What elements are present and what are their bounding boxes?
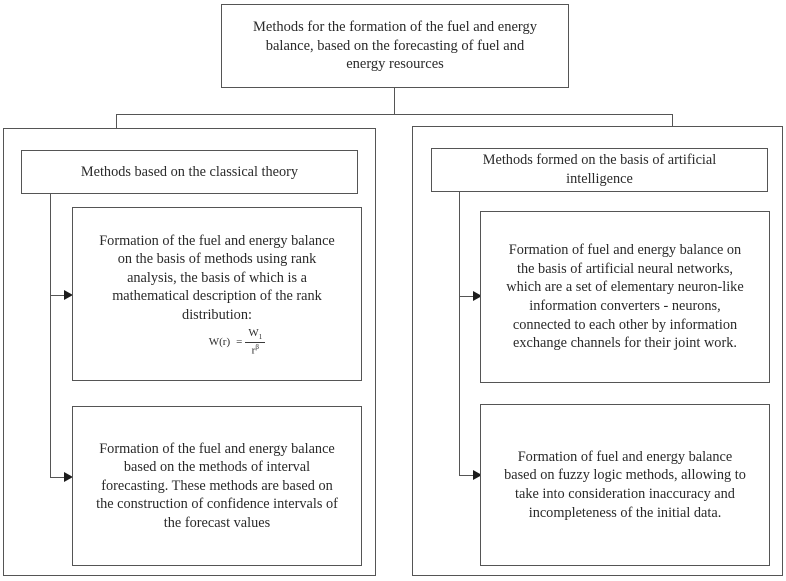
leaf-node-interval-forecasting: Formation of the fuel and energy balance… bbox=[72, 406, 362, 566]
connector-arm-right-1 bbox=[459, 296, 476, 297]
connector-drop-left bbox=[116, 114, 117, 129]
formula-fraction: W1 rβ bbox=[245, 326, 266, 357]
formula-numerator-subscript: 1 bbox=[258, 332, 263, 341]
connector-arm-left-1 bbox=[50, 295, 67, 296]
formula-lhs: W(r) bbox=[208, 335, 231, 348]
connector-arm-right-2 bbox=[459, 475, 476, 476]
leaf-node-neural-networks-text: Formation of fuel and energy balance on … bbox=[506, 242, 744, 352]
leaf-node-rank-analysis-text: Formation of the fuel and energy balance… bbox=[99, 232, 335, 323]
leaf-node-neural-networks: Formation of fuel and energy balance on … bbox=[480, 211, 770, 383]
connector-root-stem bbox=[394, 88, 395, 114]
formula-equals: = bbox=[236, 335, 243, 348]
connector-drop-right bbox=[672, 114, 673, 127]
formula-numerator-base: W bbox=[248, 326, 259, 339]
arrow-left-leaf-2 bbox=[64, 472, 73, 482]
arrow-left-leaf-1 bbox=[64, 290, 73, 300]
connector-trunk-right bbox=[459, 192, 460, 475]
root-node-label: Methods for the formation of the fuel an… bbox=[252, 18, 537, 73]
rank-distribution-formula: W(r) = W1 rβ bbox=[169, 326, 266, 357]
connector-split-bar bbox=[116, 114, 672, 115]
branch-header-classical-label: Methods based on the classical theory bbox=[80, 163, 299, 180]
leaf-node-fuzzy-logic-text: Formation of fuel and energy balance bas… bbox=[504, 448, 746, 521]
leaf-node-fuzzy-logic: Formation of fuel and energy balance bas… bbox=[480, 404, 770, 566]
arrow-right-leaf-1 bbox=[473, 291, 482, 301]
root-node-box: Methods for the formation of the fuel an… bbox=[221, 4, 569, 88]
formula-denominator: rβ bbox=[249, 343, 262, 357]
arrow-right-leaf-2 bbox=[473, 470, 482, 480]
branch-header-classical: Methods based on the classical theory bbox=[21, 150, 358, 194]
formula-denominator-superscript: β bbox=[255, 342, 259, 351]
formula-denominator-base: r bbox=[251, 344, 256, 357]
connector-arm-left-2 bbox=[50, 477, 67, 478]
branch-header-artificial-intelligence-label: Methods formed on the basis of artificia… bbox=[482, 152, 717, 187]
connector-trunk-left bbox=[50, 194, 51, 477]
formula-numerator: W1 bbox=[245, 326, 266, 343]
leaf-node-rank-analysis: Formation of the fuel and energy balance… bbox=[72, 207, 362, 381]
leaf-node-interval-forecasting-text: Formation of the fuel and energy balance… bbox=[96, 440, 338, 531]
branch-header-artificial-intelligence: Methods formed on the basis of artificia… bbox=[431, 148, 768, 192]
